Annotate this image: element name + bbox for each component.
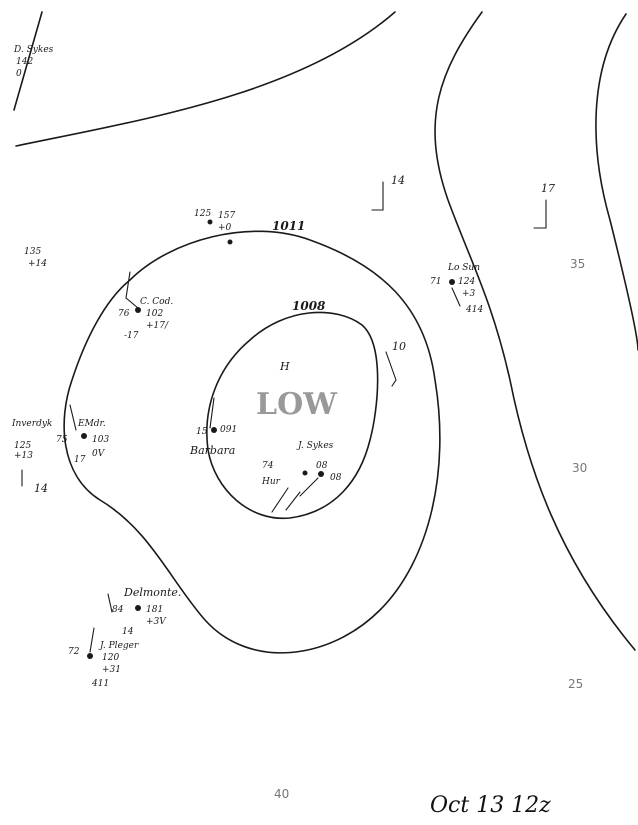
station-value: +31 [102, 665, 121, 675]
diagonal-line [13, 11, 43, 111]
temp-label-10: 10 [392, 340, 406, 353]
temp-label-17: 17 [541, 182, 555, 195]
latitude-label-35: 35 [570, 257, 585, 271]
station-value: +17/ [146, 321, 169, 331]
station-value: 124 [458, 277, 475, 287]
latitude-label-25: 25 [568, 677, 583, 691]
contour-right-middle [434, 11, 636, 651]
pressure-center-label: LOW [256, 387, 338, 422]
station-name-j-sykes: J. Sykes [296, 441, 334, 451]
station-value: 84 [112, 605, 124, 615]
station-value: 74 [262, 461, 274, 471]
station-value: 15 [196, 427, 208, 437]
station-value: 135 [24, 247, 41, 257]
station-value: +14 [28, 259, 47, 269]
temp-label-14-top: 14 [391, 174, 405, 187]
station-value: 102 [146, 309, 163, 319]
latitude-label-40: 40 [274, 787, 289, 801]
station-value: 103 [92, 435, 109, 445]
station-value: 181 [146, 605, 163, 615]
station-value: 17 [74, 455, 86, 465]
station-value: 71 [430, 277, 441, 287]
station-value: 08 [316, 461, 328, 471]
station-name-c-cod: C. Cod. [140, 297, 173, 307]
station-value: +0 [218, 223, 232, 233]
date-stamp: Oct 13 12z [430, 793, 551, 818]
station-name-delmonte: Delmonte. [123, 586, 181, 599]
isobar-inner [206, 311, 379, 520]
station-value: 125 [194, 209, 211, 219]
station-name-j-pleger: J. Pleger [98, 641, 139, 651]
latitude-label-30: 30 [572, 461, 587, 475]
station-value: 120 [102, 653, 119, 663]
station-value: 0V [92, 449, 106, 459]
station-value: 08 [330, 473, 342, 483]
isobar-label-inner: 1008 [292, 299, 326, 313]
station-value: 125 [14, 441, 31, 451]
station-name-barbara: Barbara [189, 444, 235, 457]
station-name-lo-sun: Lo Sun [447, 263, 480, 273]
station-value: +3V [146, 617, 167, 627]
station-value: 142 [16, 57, 33, 67]
station-value: 0 [16, 69, 22, 79]
station-value: -17 [124, 331, 139, 341]
isobar-label-outer: 1011 [272, 219, 305, 233]
station-value: +3 [462, 289, 476, 299]
station-marks [21, 181, 547, 659]
station-name-d-sykes: D. Sykes [13, 45, 54, 55]
station-value: 76 [118, 309, 130, 319]
temp-label-h: H [279, 360, 290, 373]
station-value: EMdr. [77, 419, 106, 429]
station-value: 414 [465, 305, 483, 315]
contour-right-edge [595, 13, 638, 351]
isobar-outer [63, 230, 441, 654]
station-value: 091 [220, 425, 237, 435]
station-value: 72 [68, 647, 80, 657]
temp-label-14-left: 14 [34, 482, 48, 495]
station-value: +13 [14, 451, 33, 461]
station-value: 411 [91, 679, 109, 689]
station-value: 14 [122, 627, 134, 637]
station-value: 75 [56, 435, 68, 445]
station-name-inverdyk: Inverdyk [11, 419, 52, 429]
station-value: Hur [261, 477, 281, 487]
front-line-top [15, 11, 396, 147]
station-value: 157 [218, 211, 235, 221]
